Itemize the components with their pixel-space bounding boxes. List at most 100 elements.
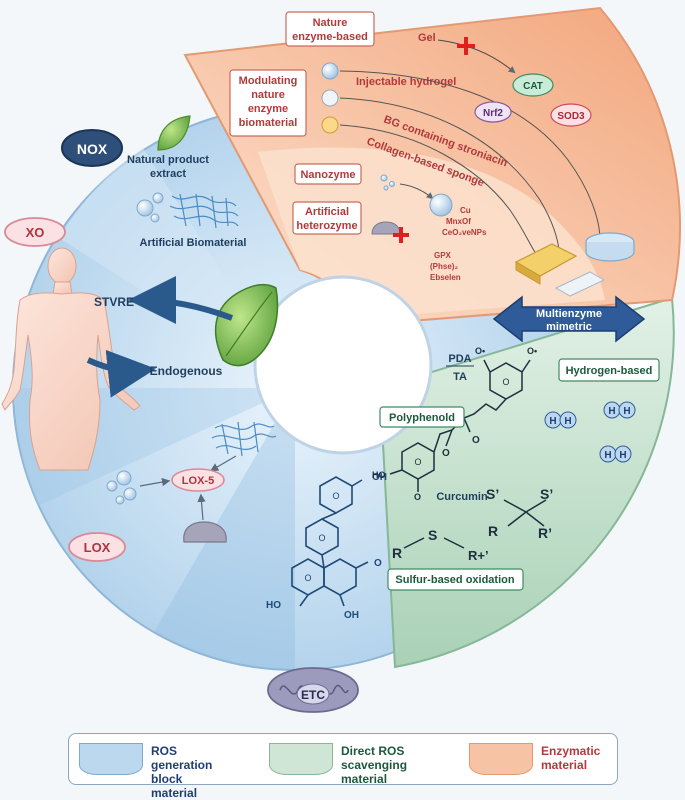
flavonoid-structure: [291, 476, 369, 607]
phse-label: (Phse)₂: [430, 262, 458, 271]
thioether-s: S: [428, 527, 437, 543]
xo-badge: XO: [4, 217, 66, 247]
human-body-icon: [1, 247, 141, 471]
nanozyme-label: Nanozyme: [300, 169, 355, 181]
ebselen-label: Ebselen: [430, 273, 461, 282]
thioether-r: R: [392, 545, 402, 561]
nox-badge: NOX: [61, 129, 123, 167]
fiber-network-icon: [169, 193, 239, 229]
legend-swatch-orange: [469, 743, 533, 775]
curcumin-o-ring2: O: [414, 457, 421, 467]
sulfur-label: Sulfur-based oxidation: [395, 574, 514, 586]
svg-text:H: H: [608, 406, 615, 417]
natural-product-label-1: Natural product: [127, 154, 209, 166]
lox-badge: LOX: [68, 532, 126, 562]
legend-direct-line-1: Direct ROS: [341, 744, 405, 758]
polyphenol-box: Polyphenold: [379, 406, 465, 428]
ta-label: TA: [453, 371, 467, 383]
sulfur-box: Sulfur-based oxidation: [387, 568, 524, 591]
ceo2-label: CeO₂veNPs: [442, 228, 487, 237]
svg-text:H: H: [549, 416, 556, 427]
gel-arrow: [437, 39, 516, 74]
stvre-arrow: [128, 276, 234, 325]
thioether-r-plus: R+’: [468, 548, 489, 563]
modulating-box: Modulating nature enzyme biomaterial: [229, 69, 307, 137]
curcumin-ketone-o1: O: [472, 435, 480, 446]
legend-swatch-green: [269, 743, 333, 775]
h2-molecule-icon-1: H H: [544, 411, 577, 429]
multienzyme-label-1: Multienzyme: [536, 308, 602, 320]
etc-mitochondrion-icon: ETC: [267, 667, 359, 713]
flavonoid-oh-bottom: OH: [344, 610, 359, 621]
svg-text:H: H: [623, 406, 630, 417]
modulating-label-2: nature: [251, 89, 285, 101]
thioacetal-r-prime: R’: [538, 525, 552, 541]
hydrogen-label: Hydrogen-based: [566, 365, 653, 377]
xo-label: XO: [26, 225, 45, 240]
bubbles-icon: [136, 192, 164, 223]
fiber-to-lox5-arrow: [209, 455, 237, 472]
collagen-sphere-icon: [321, 116, 339, 134]
polyphenol-label: Polyphenold: [389, 412, 455, 424]
blue-sector-shade-3: [154, 388, 295, 670]
legend-direct-line-2: scavenging material: [341, 758, 408, 786]
legend-ros-line-2: block material: [151, 772, 198, 800]
big-leaf-vein: [225, 291, 273, 357]
thioacetal-s2: S’: [540, 486, 553, 502]
multienzyme-arrow: Multienzyme mimetric: [492, 295, 646, 343]
hydrogen-box: Hydrogen-based: [558, 358, 660, 382]
etc-label: ETC: [301, 688, 325, 702]
hydrogel-sphere-icon-1: [321, 62, 339, 80]
multienzyme-label-2: mimetric: [546, 321, 592, 333]
nanozyme-sphere-icon: [429, 193, 453, 217]
nox-label: NOX: [77, 141, 108, 157]
natural-leaf-icon: [157, 115, 191, 151]
endogenous-arrow: [86, 349, 156, 398]
bg-line: [339, 97, 561, 263]
nanozyme-box: Nanozyme: [294, 163, 362, 185]
heterozyme-box: Artificial heterozyme: [292, 201, 362, 235]
gel-block-cross-icon: [457, 37, 475, 55]
bubbles-to-lox5-arrow: [139, 477, 171, 487]
heterozyme-label-2: heterozyme: [296, 220, 357, 232]
nanozyme-arrow: [399, 183, 434, 200]
svg-text:H: H: [619, 450, 626, 461]
lox5-fiber-icon: [211, 421, 277, 457]
stvre-label: STVRE: [94, 295, 134, 309]
nanozyme-dots-icon: [380, 174, 395, 191]
modulating-label-4: biomaterial: [239, 117, 298, 129]
cat-label: CAT: [523, 81, 543, 92]
h2-molecule-icon-3: H H: [599, 445, 632, 463]
legend-ros-line-1: ROS generation: [151, 744, 213, 772]
pda-label: PDA: [448, 353, 471, 365]
artificial-biomaterial-label: Artificial Biomaterial: [140, 237, 247, 249]
mnxof-label: MnxOf: [446, 217, 471, 226]
gel-label: Gel: [418, 32, 436, 44]
thioacetal-structure: [503, 499, 547, 527]
thioacetal-r: R: [488, 523, 498, 539]
collagen-line: [339, 124, 536, 253]
flavonoid-ketone-o: O: [374, 558, 382, 569]
h2-molecule-icon-2: H H: [603, 401, 636, 419]
modulating-label-1: Modulating: [239, 75, 298, 87]
thioether-structure: [403, 537, 465, 549]
curcumin-o-dot-2: O•: [527, 346, 537, 356]
legend-text-direct-ros: Direct ROS scavenging material: [341, 744, 407, 786]
lox5-bubbles-icon: [106, 470, 137, 505]
heterozyme-block-cross-icon: [393, 227, 409, 243]
flavonoid-o2: O: [318, 533, 325, 543]
nature-enzyme-label-2: enzyme-based: [292, 31, 368, 43]
nature-enzyme-label-1: Nature: [313, 17, 348, 29]
heterozyme-label-1: Artificial: [305, 206, 349, 218]
injectable-label: Injectable hydrogel: [356, 76, 456, 88]
flavonoid-o1: O: [332, 491, 339, 501]
lox-label: LOX: [84, 540, 111, 555]
natural-product-label-2: extract: [150, 168, 186, 180]
curcumin-o-dot-1: O•: [475, 346, 485, 356]
collagen-sponge-side: [515, 261, 541, 285]
endogenous-label: Endogenous: [150, 364, 223, 378]
gpx-label: GPX: [434, 251, 452, 260]
lox5-label: LOX-5: [182, 475, 214, 487]
